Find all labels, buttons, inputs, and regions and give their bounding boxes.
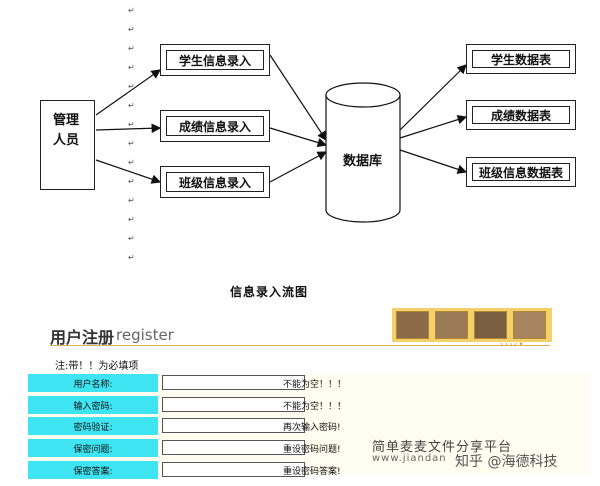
- field-label-password: 输入密码:: [28, 396, 158, 414]
- table-box-class: 班级信息数据表: [466, 157, 576, 187]
- arrow-input-2-to-db: [269, 127, 328, 148]
- arrow-db-to-table-2: [399, 114, 468, 139]
- paragraph-mark: ↵: [128, 63, 135, 72]
- paragraph-mark: ↵: [128, 120, 135, 129]
- field-hint-confirm: 再次输入密码!: [283, 423, 341, 433]
- input-label-score: 成绩信息录入: [166, 116, 264, 136]
- title-divider: [50, 345, 550, 346]
- arrow-db-to-table-1: [399, 64, 467, 131]
- field-hint-answer: 重设密码答案!: [283, 467, 341, 477]
- paragraph-mark: ↵: [128, 82, 135, 91]
- field-label-question: 保密问题:: [28, 439, 158, 457]
- password-input[interactable]: [162, 397, 305, 412]
- actor-box: 管理 人员: [40, 100, 95, 190]
- paragraph-mark: ↵: [128, 253, 135, 262]
- required-note: 注:带！！为必填项: [55, 361, 139, 372]
- watermark-line-3: 知乎 @海德科技: [455, 454, 558, 470]
- database-cylinder: [325, 82, 401, 223]
- field-label-answer: 保密答案:: [28, 461, 158, 479]
- confirm-password-input[interactable]: [162, 418, 305, 433]
- paragraph-mark: ↵: [128, 44, 135, 53]
- input-label-class: 班级信息录入: [166, 172, 264, 192]
- register-title: 用户注册: [50, 328, 115, 347]
- actor-label-line-2: 人员: [53, 133, 80, 148]
- paragraph-mark: ↵: [128, 25, 135, 34]
- watermark-line-2: www.jiandan: [372, 453, 447, 464]
- field-hint-username: 不能为空！！！: [283, 380, 347, 390]
- arrow-input-3-to-db: [269, 151, 328, 183]
- arrow-input-1-to-db: [269, 54, 327, 142]
- table-label-class: 班级信息数据表: [472, 163, 570, 181]
- photo-1: [396, 311, 429, 339]
- photo-2: [435, 311, 468, 339]
- decorative-dots: ›››‹•: [500, 340, 525, 350]
- diagram-connectors: [95, 54, 468, 223]
- security-question-input[interactable]: [162, 440, 305, 455]
- field-label-confirm: 密码验证:: [28, 417, 158, 435]
- paragraph-mark: ↵: [128, 234, 135, 243]
- diagram-caption: 信息录入流图: [230, 285, 309, 299]
- paragraph-mark: ↵: [128, 196, 135, 205]
- header-photos: [392, 308, 552, 342]
- security-answer-input[interactable]: [162, 462, 305, 477]
- arrow-actor-to-input-2: [95, 123, 162, 134]
- paragraph-mark: ↵: [128, 177, 135, 186]
- arrow-actor-to-input-3: [95, 159, 162, 184]
- arrow-actor-to-input-1: [95, 69, 161, 116]
- table-box-score: 成绩数据表: [466, 100, 576, 130]
- paragraph-mark: ↵: [128, 158, 135, 167]
- arrow-db-to-table-3: [399, 149, 468, 174]
- table-label-score: 成绩数据表: [472, 106, 570, 124]
- username-input[interactable]: [162, 375, 305, 390]
- field-label-username: 用户名称:: [28, 374, 158, 392]
- photo-4: [513, 311, 546, 339]
- flow-diagram: ↵ ↵ ↵ ↵ ↵ ↵ ↵ ↵ ↵ ↵ ↵ ↵ ↵ ↵ 管理 人员 学生信息录入 成绩信息录入 班级信息录…: [40, 6, 576, 299]
- table-label-student: 学生数据表: [472, 50, 570, 68]
- field-hint-password: 不能为空！！！: [283, 402, 347, 412]
- paragraph-mark: ↵: [128, 215, 135, 224]
- paragraph-mark: ↵: [128, 6, 135, 15]
- input-box-class: 班级信息录入: [160, 166, 270, 198]
- paragraph-mark: ↵: [128, 139, 135, 148]
- input-box-student: 学生信息录入: [160, 44, 270, 76]
- input-label-student: 学生信息录入: [166, 50, 264, 70]
- paragraph-mark: ↵: [128, 101, 135, 110]
- register-form: 用户注册 register ›››‹• 注:带！！为必填项 用户名称: 不能为空…: [0, 300, 600, 486]
- watermark-line-1: 简单麦麦文件分享平台: [372, 440, 513, 455]
- photo-3: [474, 311, 507, 339]
- field-hint-question: 重设密码问题!: [283, 445, 341, 455]
- register-title-en: register: [116, 326, 174, 344]
- database-label: 数据库: [343, 154, 383, 169]
- table-box-student: 学生数据表: [466, 44, 576, 74]
- input-box-score: 成绩信息录入: [160, 110, 270, 142]
- actor-label-line-1: 管理: [53, 113, 80, 128]
